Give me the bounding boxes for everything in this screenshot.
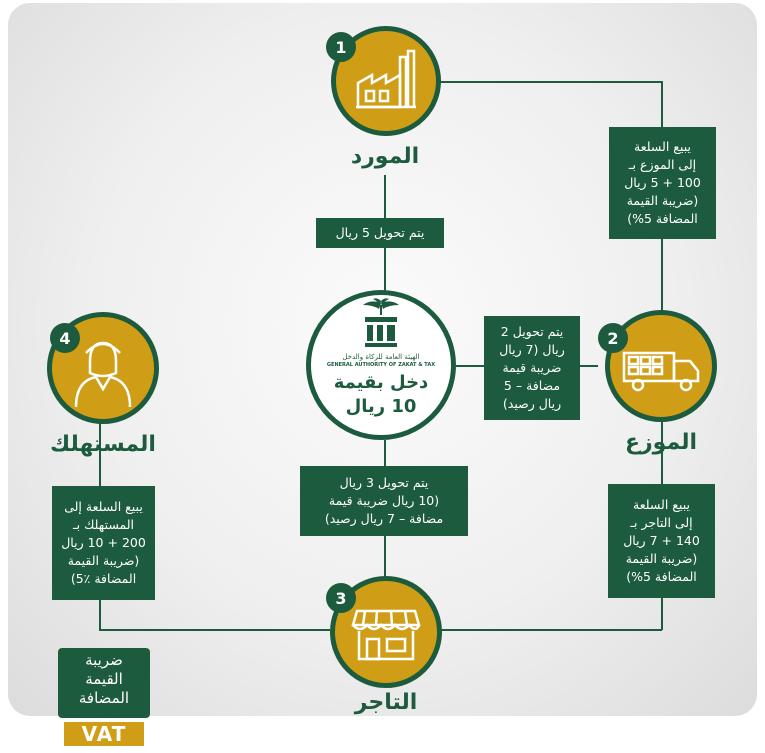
authority-income: دخل بقيمة 10 ريال [333, 372, 429, 417]
supplier-transfer-text: يتم تحويل 5 ريال [335, 225, 425, 240]
authority-name: الهيئة العامة للزكاة والدخل GENERAL AUTH… [311, 353, 451, 369]
distributor-transfer-text: يتم تحويل 2 ريال (7 ريال ضريبة قيمة مضاف… [499, 324, 565, 411]
vat-logo-latin: VAT [64, 722, 144, 746]
consumer-circle [47, 312, 159, 424]
supplier-sale-box: يبيع السلعة إلى الموزع بـ 100 + 5 ريال (… [609, 127, 716, 239]
zakat-logo-icon [363, 298, 399, 347]
supplier-number-badge: 1 [326, 32, 356, 62]
distributor-sale-box: يبيع السلعة إلى التاجر بـ 140 + 7 ريال (… [608, 484, 715, 598]
authority-name-ar: الهيئة العامة للزكاة والدخل [342, 353, 420, 361]
factory-icon [356, 49, 416, 109]
supplier-sale-text: يبيع السلعة إلى الموزع بـ 100 + 5 ريال (… [624, 139, 701, 226]
retailer-number-badge: 3 [326, 583, 356, 613]
retailer-transfer-box: يتم تحويل 3 ريال (10 ريال ضريبة قيمة مضا… [300, 466, 468, 536]
consumer-label: المستهلك [50, 432, 156, 457]
distributor-transfer-box: يتم تحويل 2 ريال (7 ريال ضريبة قيمة مضاف… [484, 316, 580, 420]
consumer-sale-text: يبيع السلعة إلى المستهلك بـ 200 + 10 ريا… [61, 499, 146, 586]
distributor-label: الموزع [624, 430, 698, 455]
authority-name-en: GENERAL AUTHORITY OF ZAKAT & TAX [326, 362, 436, 368]
person-icon [74, 341, 132, 408]
vat-logo: ضريبة القيمة المضافة VAT [58, 648, 150, 748]
truck-icon [622, 351, 700, 392]
retailer-label: التاجر [354, 690, 418, 715]
supplier-label: المورد [350, 144, 420, 169]
distributor-number-badge: 2 [598, 323, 628, 353]
consumer-sale-box: يبيع السلعة إلى المستهلك بـ 200 + 10 ريا… [52, 486, 155, 600]
consumer-number-badge: 4 [50, 323, 80, 353]
shop-icon [351, 609, 421, 661]
retailer-transfer-text: يتم تحويل 3 ريال (10 ريال ضريبة قيمة مضا… [324, 475, 444, 526]
vat-logo-arabic: ضريبة القيمة المضافة [58, 648, 150, 718]
distributor-sale-text: يبيع السلعة إلى التاجر بـ 140 + 7 ريال (… [623, 497, 700, 584]
authority-circle: الهيئة العامة للزكاة والدخل GENERAL AUTH… [306, 290, 456, 440]
supplier-transfer-box: يتم تحويل 5 ريال [316, 218, 444, 248]
